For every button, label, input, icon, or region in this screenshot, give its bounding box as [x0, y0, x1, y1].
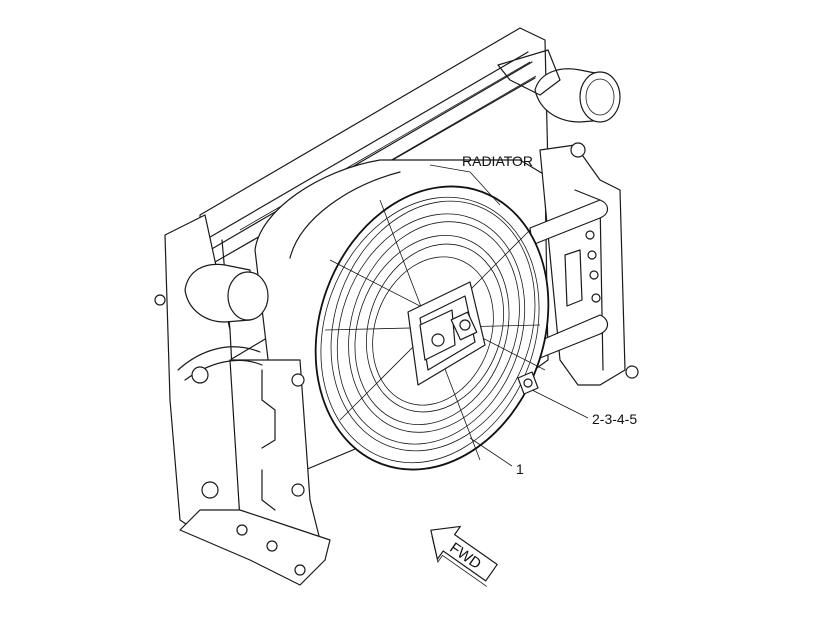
leader-lines — [429, 164, 589, 467]
forward-arrow: FWD — [430, 525, 498, 587]
right-support-bracket — [529, 142, 639, 386]
label-radiator: RADIATOR — [462, 153, 533, 169]
label-part-1: 1 — [516, 461, 524, 477]
fan-hub-mount — [407, 281, 486, 386]
label-part-2-3-4-5: 2-3-4-5 — [592, 411, 637, 427]
bolt-hardware — [517, 371, 539, 395]
right-pipe — [497, 49, 621, 123]
left-pipe — [184, 263, 269, 323]
